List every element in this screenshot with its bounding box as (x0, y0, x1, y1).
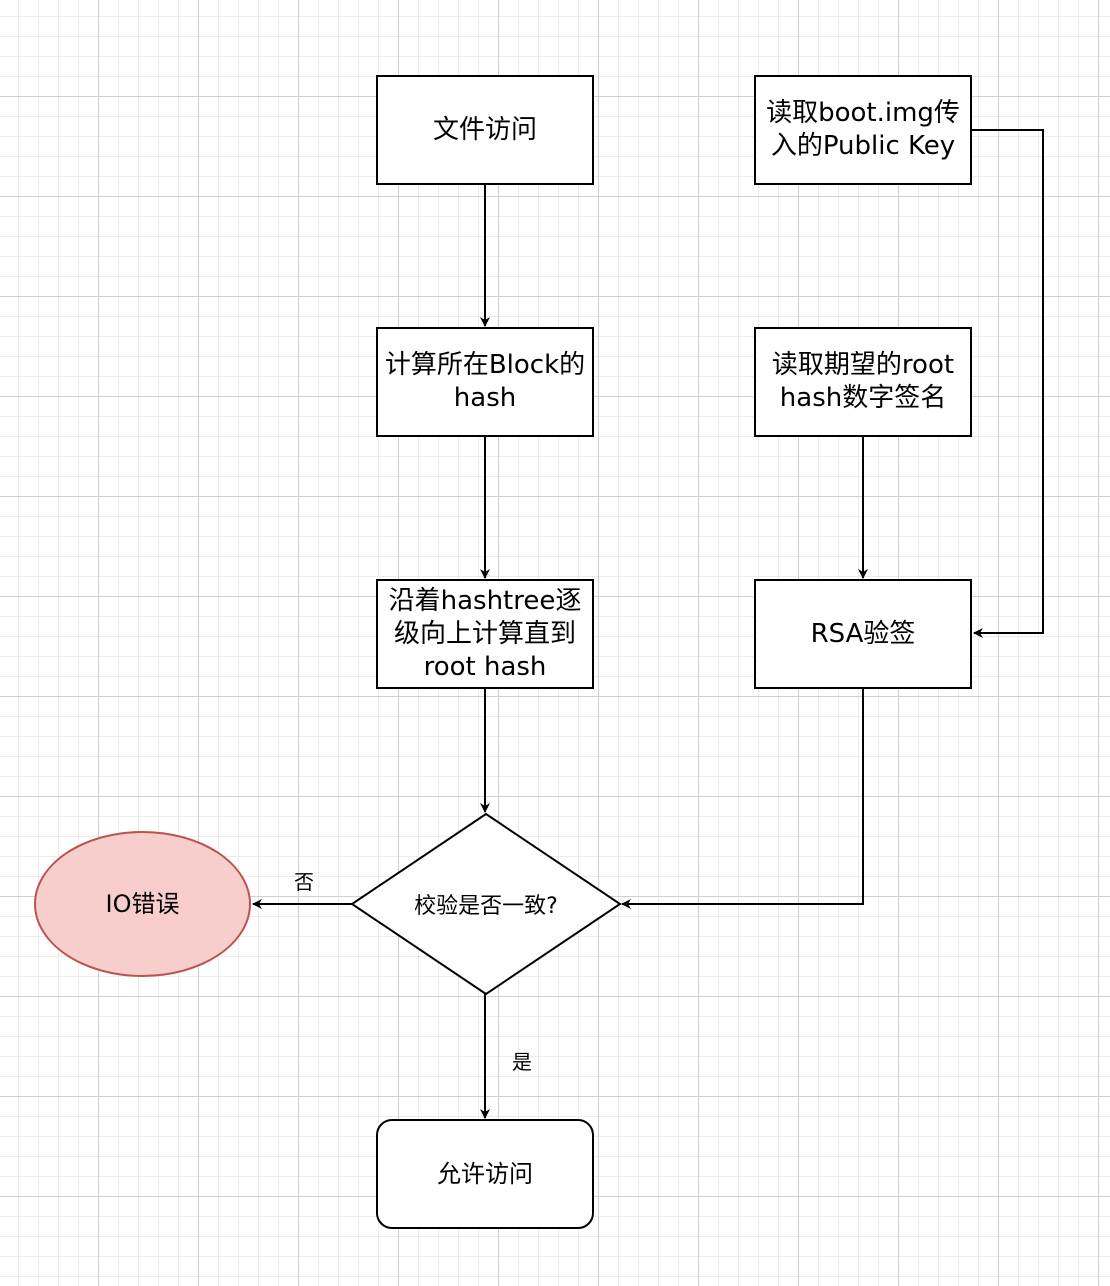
node-read-expected-root: 读取期望的root hash数字签名 (754, 327, 972, 437)
edge-rsa-to-check (621, 688, 864, 909)
check-diamond (350, 812, 622, 996)
check-match-label: 校验是否一致? (414, 894, 558, 919)
edge-label-no: 否 (294, 870, 314, 894)
node-read-public-key: 读取boot.img传入的Public Key (754, 75, 972, 185)
edge-pubkey-to-rsa (971, 129, 1044, 638)
node-file-access: 文件访问 (376, 75, 594, 185)
node-io-error: IO错误 (34, 831, 251, 977)
node-compute-block-hash: 计算所在Block的hash (376, 327, 594, 437)
node-allow-access: 允许访问 (376, 1119, 594, 1229)
edge-label-yes: 是 (512, 1050, 532, 1074)
node-hashtree-root: 沿着hashtree逐级向上计算直到root hash (376, 579, 594, 689)
node-rsa-verify: RSA验签 (754, 579, 972, 689)
